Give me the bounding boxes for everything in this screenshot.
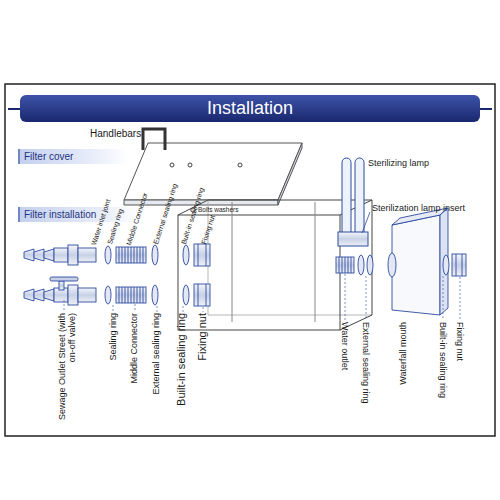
frame bbox=[5, 84, 495, 436]
part-label: Middle Connector bbox=[129, 313, 139, 423]
leader-line bbox=[366, 276, 367, 320]
handlebar bbox=[143, 129, 165, 150]
bolt-hole bbox=[238, 163, 242, 167]
part-label: Sterilization lamp insert bbox=[372, 203, 465, 213]
lamp-tube bbox=[355, 158, 364, 238]
part-label: Built-in sealing ring bbox=[175, 313, 188, 423]
leader-line bbox=[345, 274, 346, 320]
part-label: Fixing nut bbox=[200, 214, 217, 245]
part-label: Handlebars bbox=[90, 128, 141, 140]
leader-line bbox=[135, 304, 136, 312]
external-sealing-ring bbox=[358, 255, 364, 275]
section-label: Filter cover bbox=[20, 149, 128, 164]
waterfall-mouth bbox=[392, 215, 440, 315]
built-in-sealing-ring bbox=[443, 255, 449, 275]
outlet-fitting bbox=[24, 284, 210, 306]
waterfall-mouth-side bbox=[440, 208, 448, 315]
part-label: Sealing ring bbox=[108, 313, 118, 423]
leader-line bbox=[460, 277, 461, 320]
part-label: External sealing ring bbox=[151, 313, 161, 423]
part-label: Bolts washers bbox=[198, 206, 238, 213]
thread-lines bbox=[339, 257, 351, 273]
valve-lever bbox=[50, 277, 78, 281]
valve-stem bbox=[59, 281, 64, 290]
lamp-insert bbox=[338, 232, 368, 246]
part-label: Sterilizing lamp bbox=[368, 158, 429, 168]
bolt-hole bbox=[188, 163, 192, 167]
title-banner bbox=[20, 95, 480, 122]
part-label: Fixing nut bbox=[196, 313, 209, 423]
tank-partition bbox=[232, 202, 315, 322]
filter-cover-plate bbox=[124, 143, 302, 200]
leader-line bbox=[203, 307, 204, 312]
diagram-title: Installation bbox=[20, 95, 480, 122]
part-label: External sealing ring bbox=[361, 322, 371, 404]
tank-front bbox=[178, 215, 340, 330]
nut-facets bbox=[456, 254, 462, 276]
part-label: Fixing nut bbox=[455, 322, 465, 361]
leader-line bbox=[443, 276, 444, 320]
leader-line bbox=[64, 300, 65, 312]
leader-line bbox=[157, 306, 158, 312]
leader-line bbox=[113, 305, 114, 312]
part-label: Sewage Outlet Street (with on-off valve) bbox=[57, 313, 78, 423]
part-label: Waterfall mouth bbox=[398, 322, 408, 422]
leader-line bbox=[362, 212, 370, 233]
lamp-tube bbox=[342, 158, 351, 238]
leader-line bbox=[183, 306, 184, 312]
mouth-inlet bbox=[388, 253, 396, 277]
section-band: Filter cover bbox=[18, 149, 128, 164]
bolt-hole bbox=[170, 163, 174, 167]
inlet-fitting bbox=[24, 244, 210, 266]
water-outlet bbox=[336, 257, 354, 273]
part-label: Built-in sealing ring bbox=[438, 322, 448, 398]
cover-edge bbox=[278, 143, 302, 205]
fixing-nut bbox=[452, 254, 466, 276]
sealing-ring bbox=[367, 255, 373, 275]
part-label: Water outlet bbox=[340, 322, 350, 370]
